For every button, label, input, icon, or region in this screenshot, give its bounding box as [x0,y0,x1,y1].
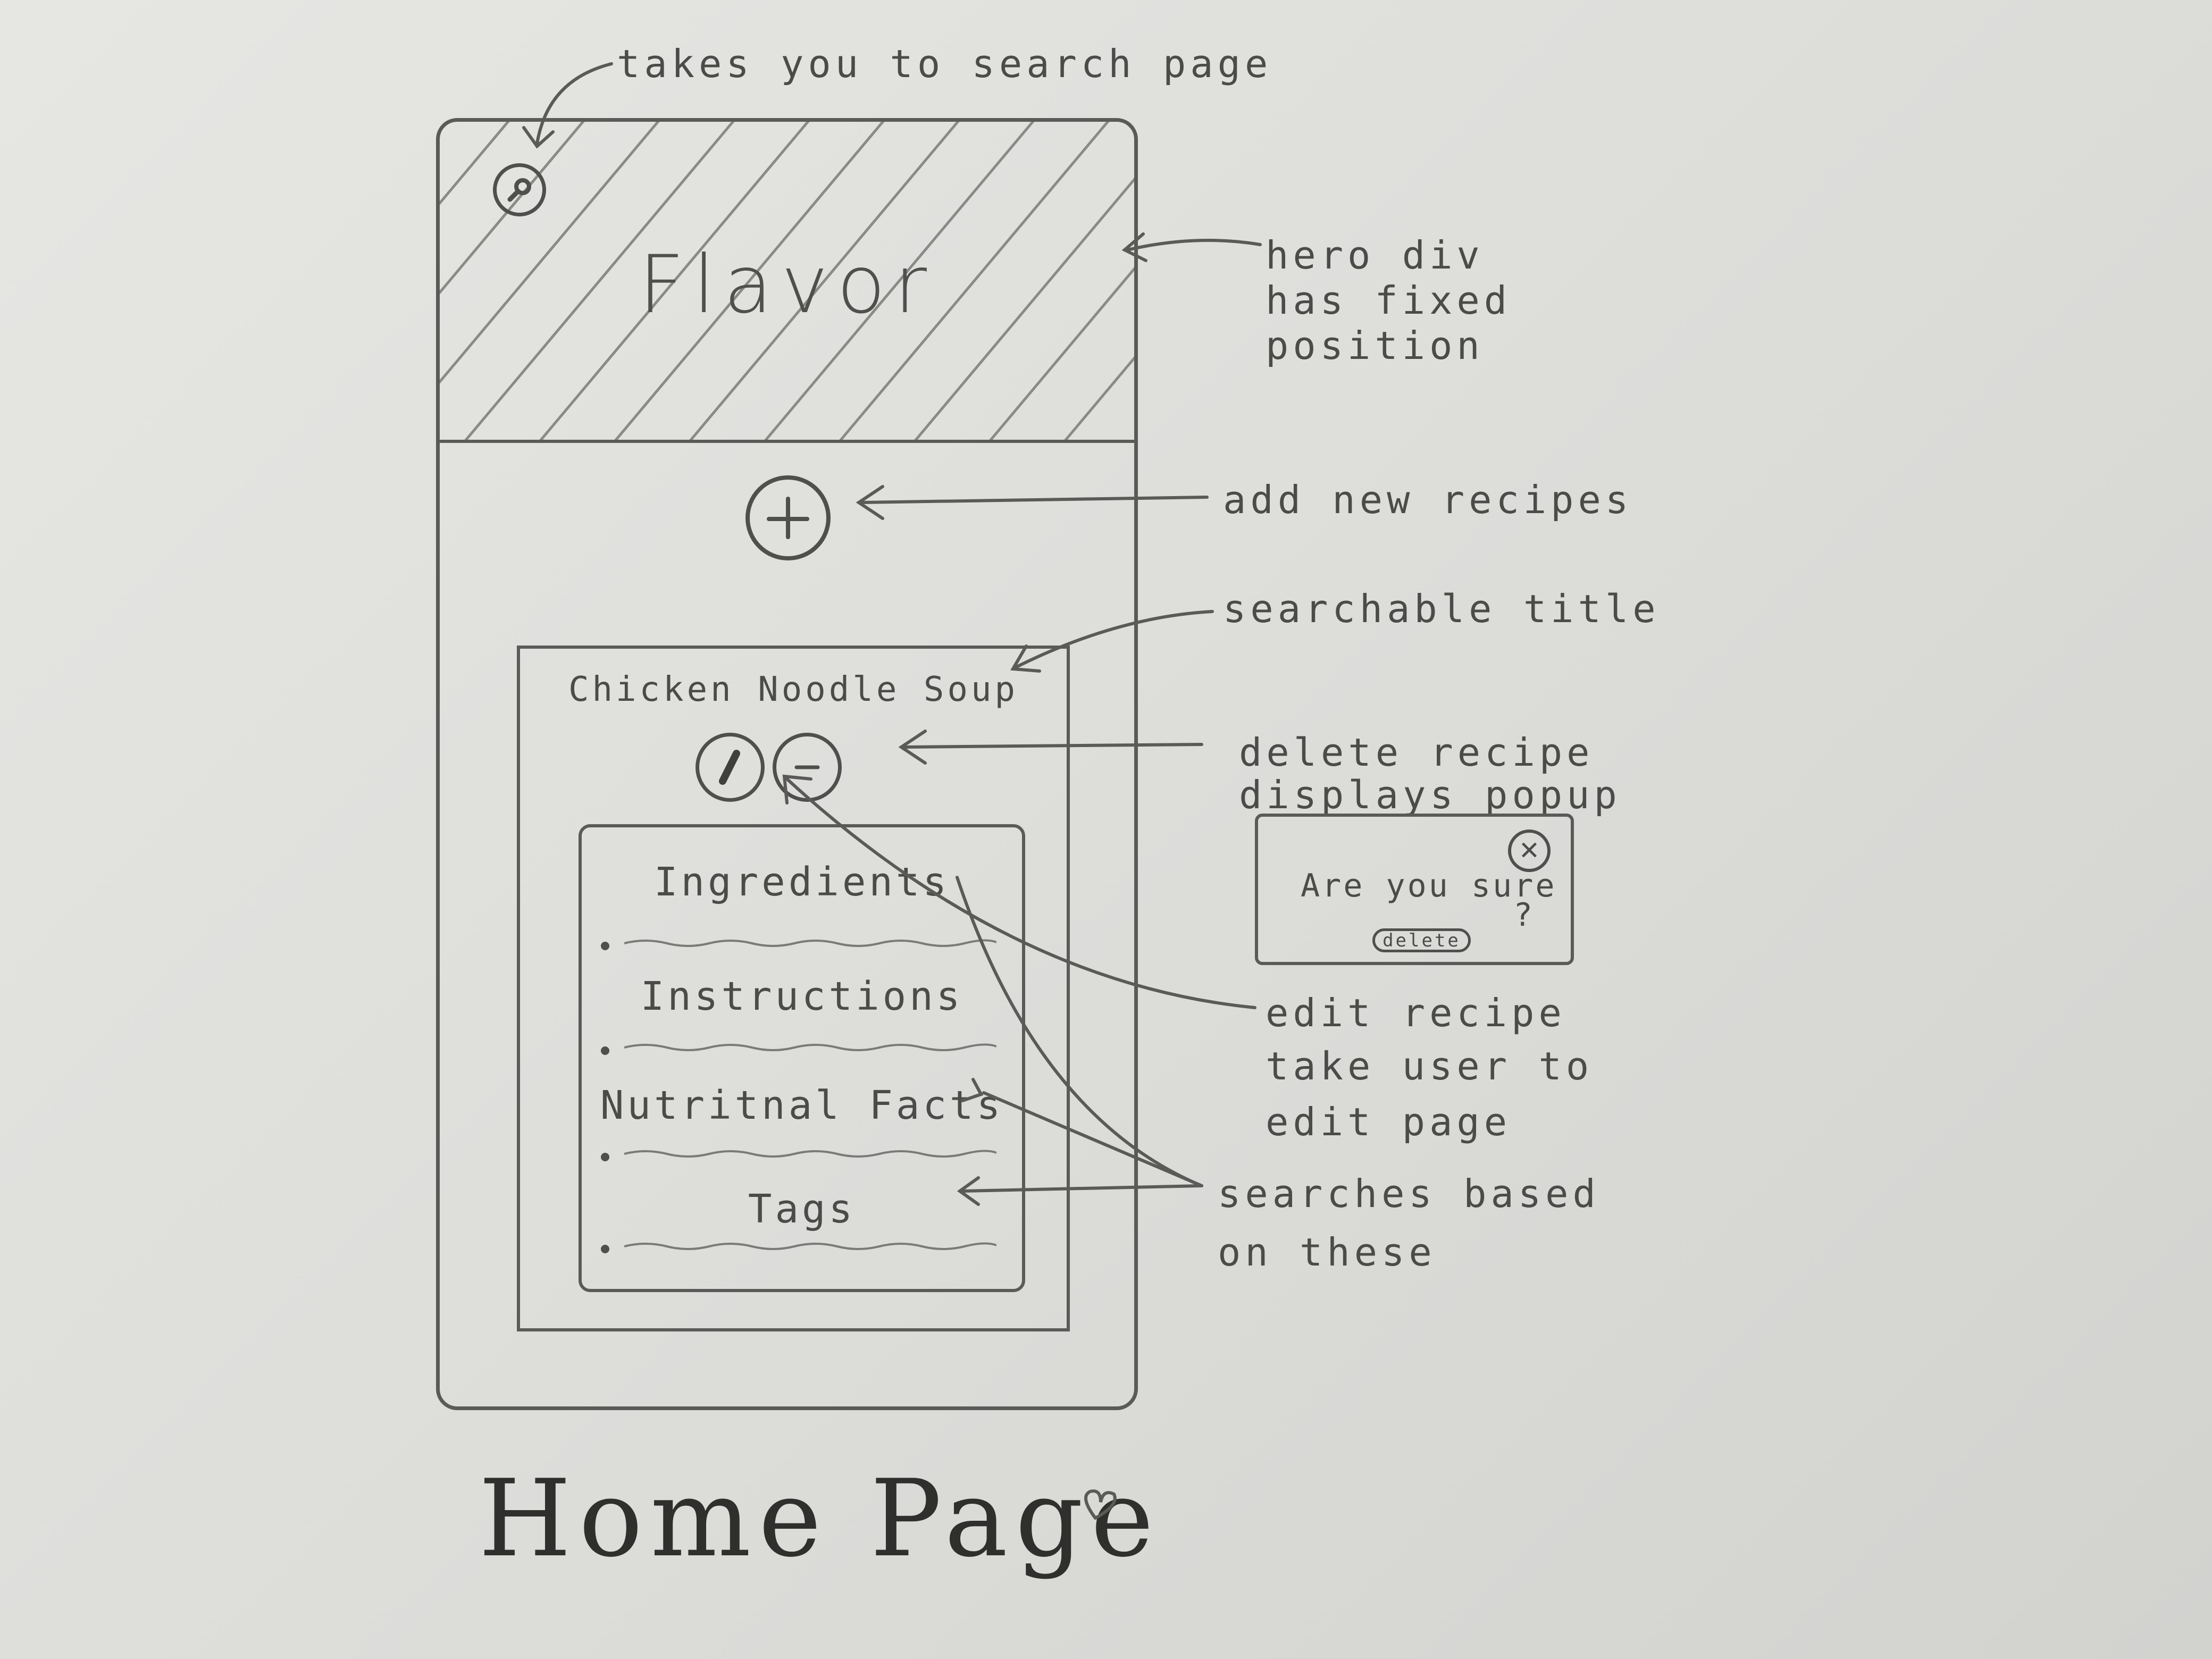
pencil-icon [719,750,740,785]
annotation-delete-line1: delete recipe [1239,730,1594,775]
section-tags[interactable]: Tags [748,1186,856,1232]
annotation-delete-line2: displays popup [1239,773,1621,817]
plus-icon [767,497,809,539]
annotation-search: takes you to search page [617,41,1272,86]
annotation-hero-line1: hero div [1266,233,1484,278]
minus-icon [794,765,820,769]
annotation-add: add new recipes [1223,477,1633,522]
close-icon: ✕ [1518,836,1540,866]
scribble-line [624,1242,996,1250]
scribble-line [624,1150,996,1158]
delete-confirm-popup: ✕ Are you sure ? delete [1255,814,1574,965]
popup-question-mark: ? [1513,896,1535,934]
edit-recipe-button[interactable] [696,733,765,802]
annotation-hero-line3: position [1266,323,1484,368]
scribble-line [624,939,996,947]
brand-title: Flavor [638,239,936,331]
annotation-searches-line1: searches based [1218,1171,1600,1216]
recipe-title[interactable]: Chicken Noodle Soup [568,670,1019,709]
search-button[interactable] [493,163,546,216]
annotation-edit-line3: edit page [1266,1100,1512,1144]
search-icon [507,178,531,202]
popup-question: Are you sure [1301,867,1557,904]
popup-close-button[interactable]: ✕ [1508,830,1551,872]
bullet [601,1046,609,1055]
annotation-edit-line2: take user to [1266,1044,1594,1088]
delete-recipe-button[interactable] [773,733,842,802]
popup-delete-button[interactable]: delete [1372,928,1471,952]
annotation-hero-line2: has fixed [1266,278,1512,323]
page-label: Home Page [479,1457,1161,1581]
section-instructions[interactable]: Instructions [640,974,963,1019]
hero-div: Flavor [440,122,1134,443]
phone-frame: Flavor Chicken Noodle Soup Ingredients I… [436,118,1138,1410]
bullet [601,942,609,950]
add-recipe-button[interactable] [745,475,831,560]
section-nutrition-facts[interactable]: Nutritnal Facts [600,1083,1004,1128]
bullet [601,1153,609,1161]
annotation-title: searchable title [1223,586,1660,631]
annotation-searches-line2: on these [1218,1230,1436,1275]
annotation-edit-line1: edit recipe [1266,991,1566,1035]
bullet [601,1245,609,1253]
scribble-line [624,1043,996,1051]
